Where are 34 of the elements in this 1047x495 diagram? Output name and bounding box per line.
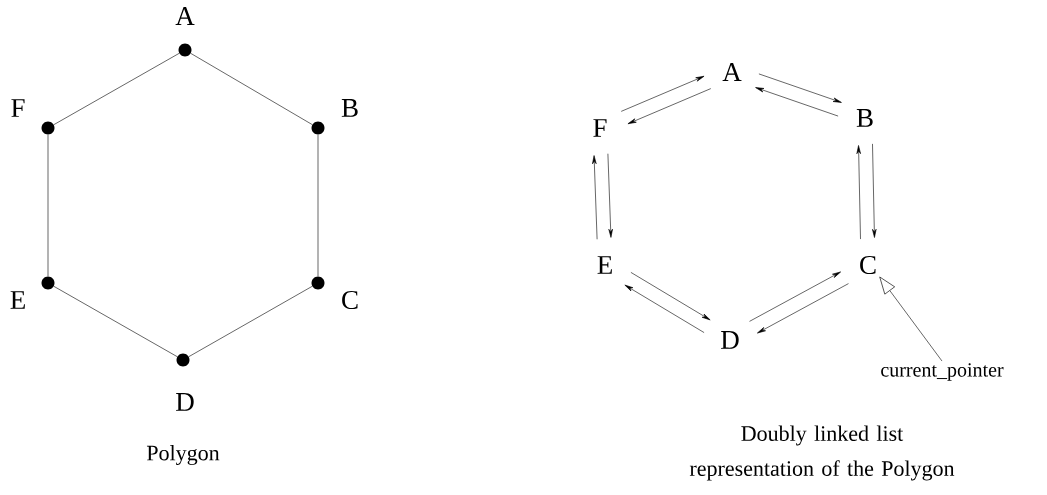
arrow [592,155,598,240]
arrow [620,75,705,112]
node-label: C [860,255,876,275]
caption: Doubly linked list representation of the Polygon [689,425,955,481]
arrow [755,87,839,117]
vertex-label: E [10,291,25,309]
vertex-label: F [11,99,25,117]
vertex-label: A [175,7,195,25]
polygon-side [190,53,313,125]
node-label: D [721,331,739,349]
arrow [872,143,877,238]
arrow [627,88,712,125]
arrow [856,145,861,240]
arrow [758,73,842,103]
arrow [879,276,943,362]
polygon-side [317,134,319,277]
caption: Polygon [146,445,220,465]
arrow [749,271,841,322]
arrow [630,272,711,321]
node-label: E [597,256,612,274]
arrow [607,153,613,238]
arrow [757,283,849,334]
node-label: current_pointer [881,363,1004,381]
polygon-side [188,286,313,357]
polygon-side [47,134,49,277]
vertex-label: D [176,393,194,411]
arrow [624,284,705,333]
vertex-label: C [342,290,358,310]
vertex-label: B [341,99,358,117]
polygon-side [53,286,178,357]
node-label: A [722,63,742,81]
node-label: B [856,109,873,127]
node-label: F [593,119,607,137]
polygon-side [53,53,180,125]
